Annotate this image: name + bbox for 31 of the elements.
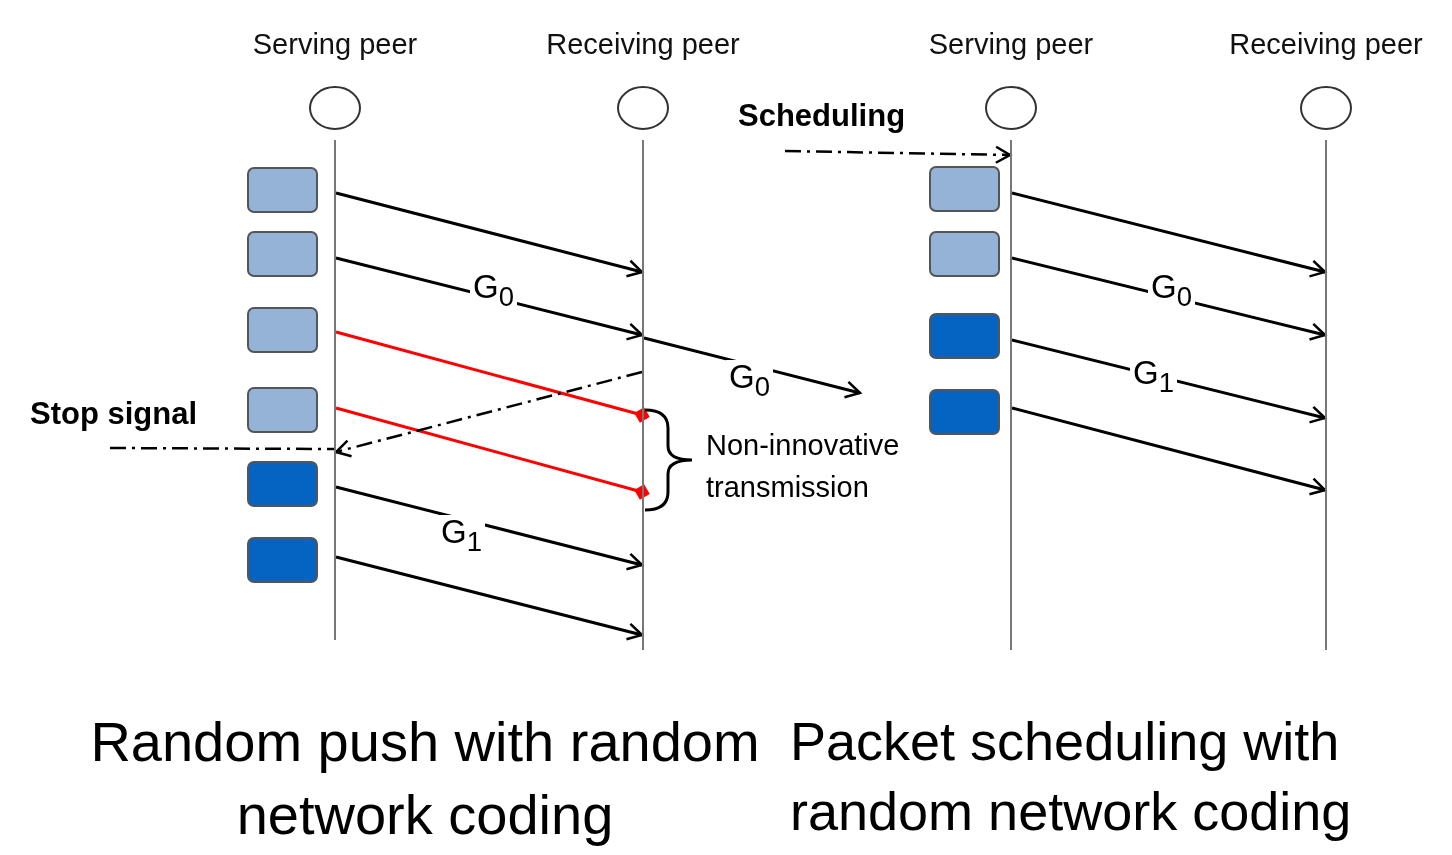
lifeline (1325, 140, 1327, 650)
signal-line (110, 446, 334, 451)
arrow (784, 145, 1012, 164)
packet-box (929, 166, 1000, 212)
annotation-label: Non-innovative transmission (706, 428, 901, 506)
packet-box (929, 313, 1000, 359)
lifeline (642, 140, 644, 650)
packet-box (929, 231, 1000, 277)
annotation-label: Scheduling (738, 98, 906, 134)
arrow (335, 485, 644, 571)
arrow (1011, 406, 1327, 496)
packet-box (247, 387, 318, 433)
lifeline (334, 140, 336, 640)
packet-box (247, 307, 318, 353)
peer-label: Serving peer (928, 28, 1094, 61)
panel-caption: Random push with random network coding (89, 709, 761, 848)
peer-label: Receiving peer (546, 28, 740, 61)
arrow (335, 555, 644, 641)
peer-label: Receiving peer (1229, 28, 1423, 61)
panel-caption: Packet scheduling with random network coding (790, 710, 1353, 844)
arrow (335, 191, 644, 278)
packet-box (247, 231, 318, 277)
packet-box (247, 461, 318, 507)
arrow (334, 370, 643, 458)
packet-box (929, 389, 1000, 435)
packet-box (247, 537, 318, 583)
peer-label: Serving peer (252, 28, 418, 61)
packet-box (247, 167, 318, 213)
arrow (1011, 191, 1327, 278)
annotation-label: Stop signal (30, 396, 198, 432)
lifeline (1010, 140, 1012, 650)
